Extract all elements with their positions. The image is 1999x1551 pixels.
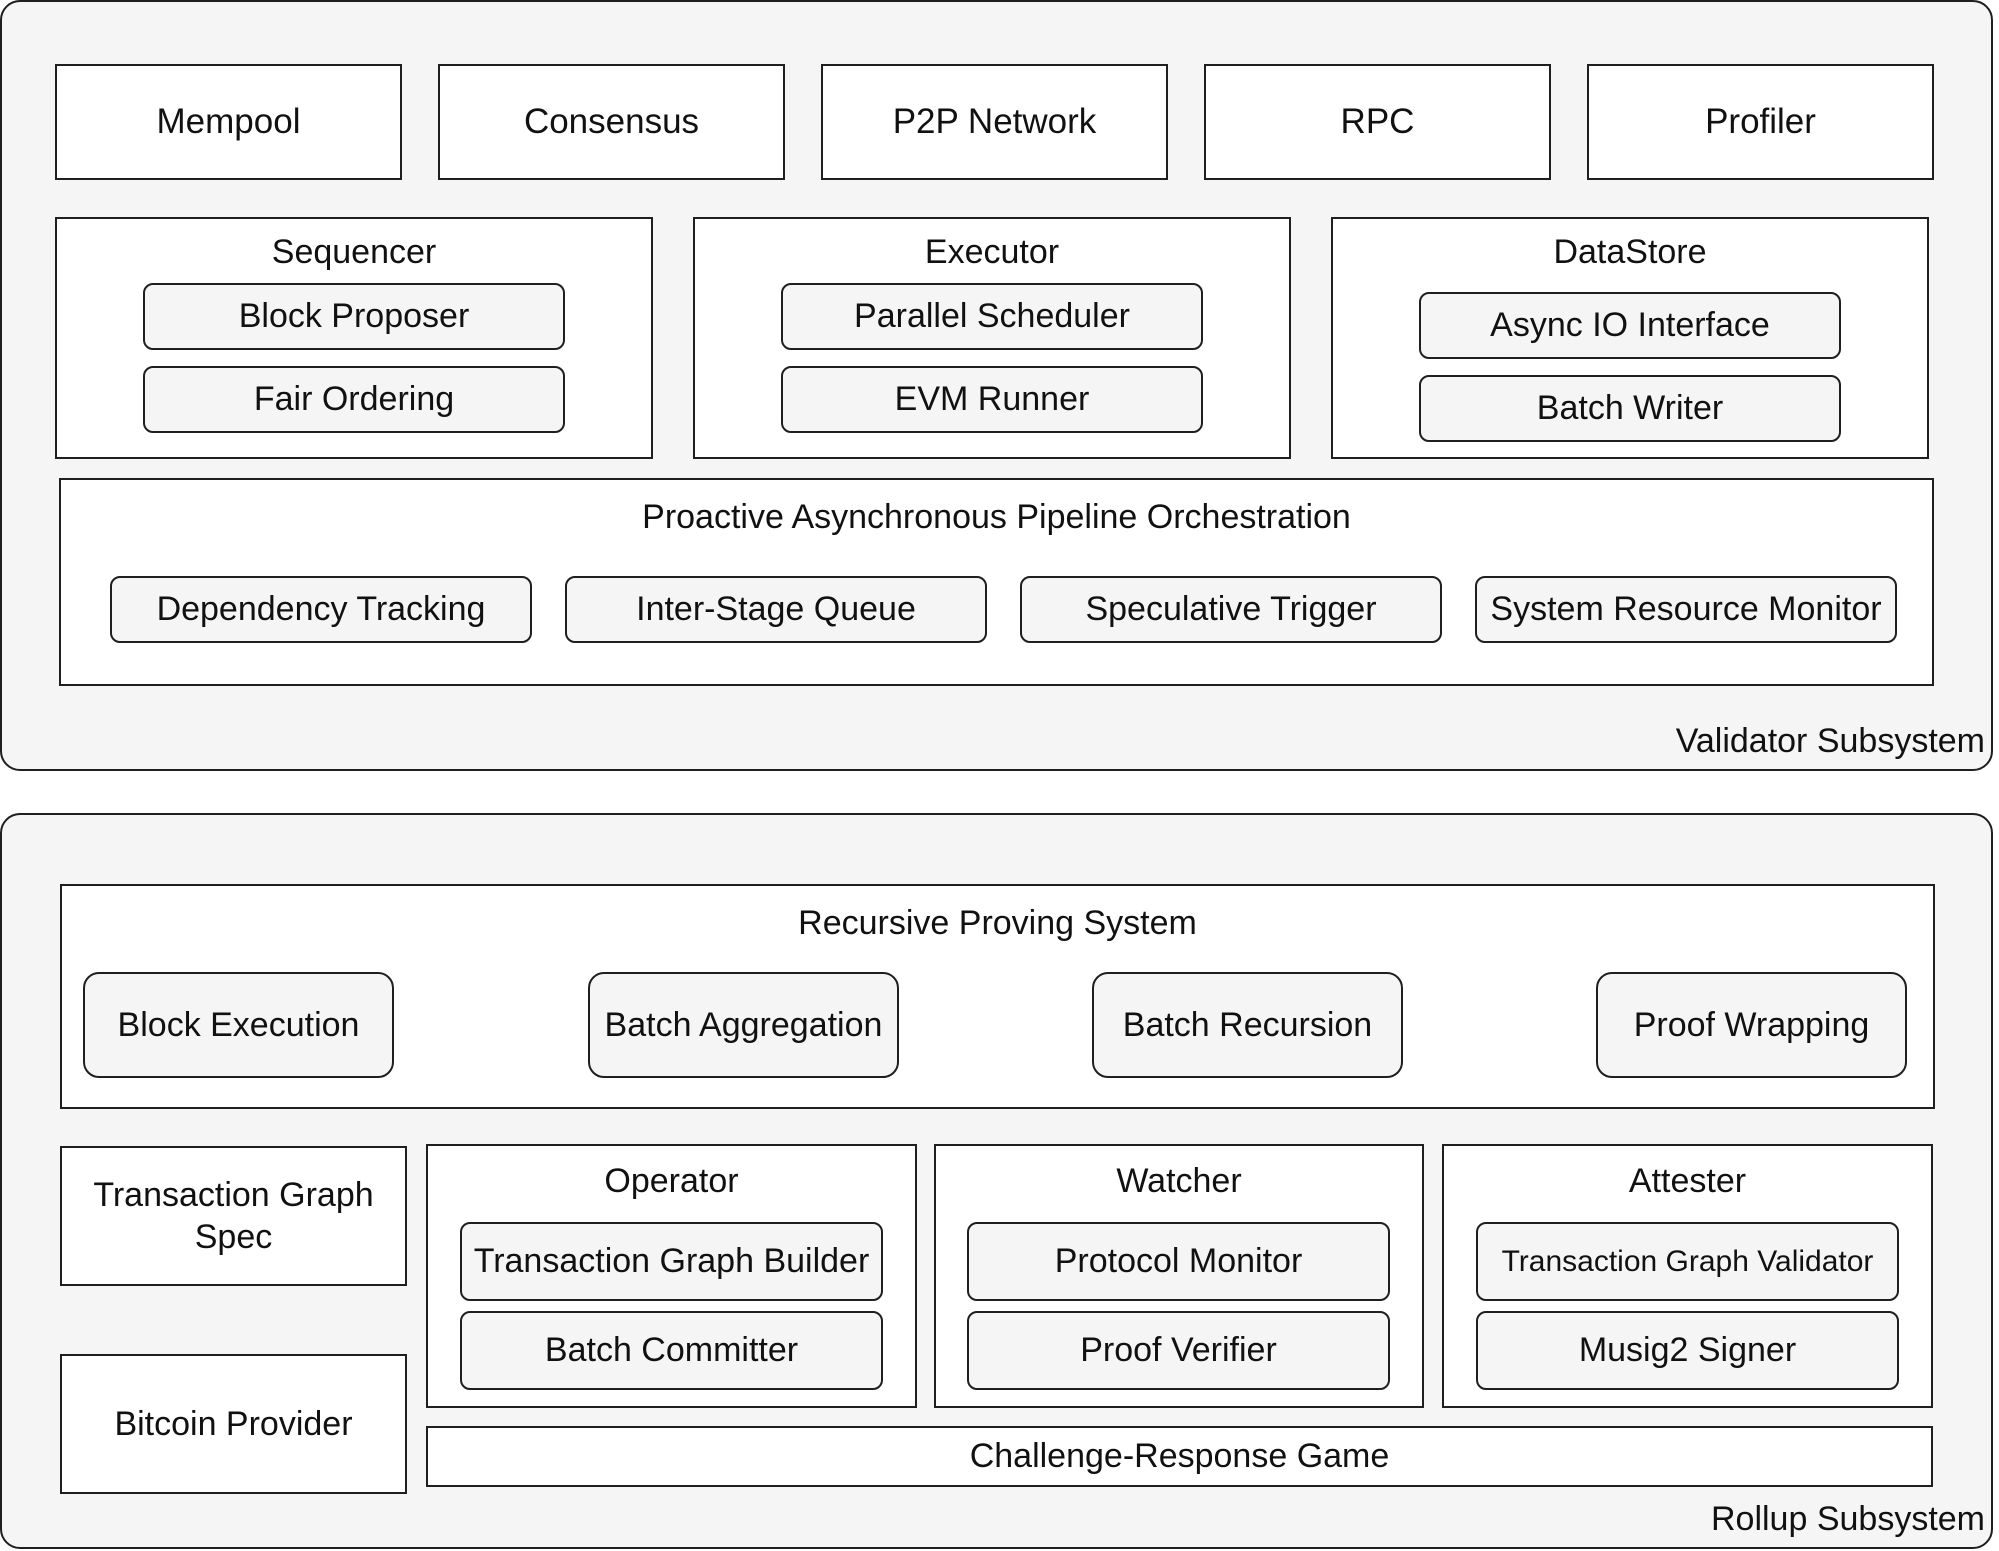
datastore-title: DataStore: [1553, 233, 1707, 271]
transaction-graph-spec-line2: Spec: [194, 1218, 273, 1256]
dependency-tracking-box: Dependency Tracking: [110, 576, 532, 643]
challenge-response-game-box: Challenge-Response Game: [426, 1426, 1933, 1487]
batch-writer-box: Batch Writer: [1419, 375, 1841, 442]
p2p-network-box: P2P Network: [821, 64, 1168, 180]
protocol-monitor-box: Protocol Monitor: [967, 1222, 1390, 1301]
async-io-interface-box: Async IO Interface: [1419, 292, 1841, 359]
transaction-graph-spec-box: Transaction Graph Spec: [60, 1146, 407, 1286]
batch-aggregation-box: Batch Aggregation: [588, 972, 899, 1078]
operator-title: Operator: [604, 1162, 739, 1200]
system-resource-monitor-box: System Resource Monitor: [1475, 576, 1897, 643]
transaction-graph-validator-box: Transaction Graph Validator: [1476, 1222, 1899, 1301]
musig2-signer-box: Musig2 Signer: [1476, 1311, 1899, 1390]
rollup-subsystem-label: Rollup Subsystem: [1710, 1500, 1985, 1538]
speculative-trigger-box: Speculative Trigger: [1020, 576, 1442, 643]
block-execution-box: Block Execution: [83, 972, 394, 1078]
block-proposer-box: Block Proposer: [143, 283, 565, 350]
rpc-box: RPC: [1204, 64, 1551, 180]
evm-runner-box: EVM Runner: [781, 366, 1203, 433]
inter-stage-queue-box: Inter-Stage Queue: [565, 576, 987, 643]
batch-committer-box: Batch Committer: [460, 1311, 883, 1390]
watcher-title: Watcher: [1116, 1162, 1242, 1200]
recursive-proving-title: Recursive Proving System: [798, 904, 1197, 942]
fair-ordering-box: Fair Ordering: [143, 366, 565, 433]
bitcoin-provider-box: Bitcoin Provider: [60, 1354, 407, 1494]
parallel-scheduler-box: Parallel Scheduler: [781, 283, 1203, 350]
pipeline-orchestration-title: Proactive Asynchronous Pipeline Orchestr…: [642, 498, 1351, 536]
proof-wrapping-box: Proof Wrapping: [1596, 972, 1907, 1078]
transaction-graph-spec-line1: Transaction Graph: [93, 1175, 374, 1214]
sequencer-title: Sequencer: [271, 233, 437, 271]
consensus-box: Consensus: [438, 64, 785, 180]
mempool-box: Mempool: [55, 64, 402, 180]
batch-recursion-box: Batch Recursion: [1092, 972, 1403, 1078]
attester-title: Attester: [1628, 1162, 1747, 1200]
proof-verifier-box: Proof Verifier: [967, 1311, 1390, 1390]
validator-subsystem-label: Validator Subsystem: [1675, 722, 1985, 760]
executor-title: Executor: [924, 233, 1060, 271]
profiler-box: Profiler: [1587, 64, 1934, 180]
transaction-graph-builder-box: Transaction Graph Builder: [460, 1222, 883, 1301]
